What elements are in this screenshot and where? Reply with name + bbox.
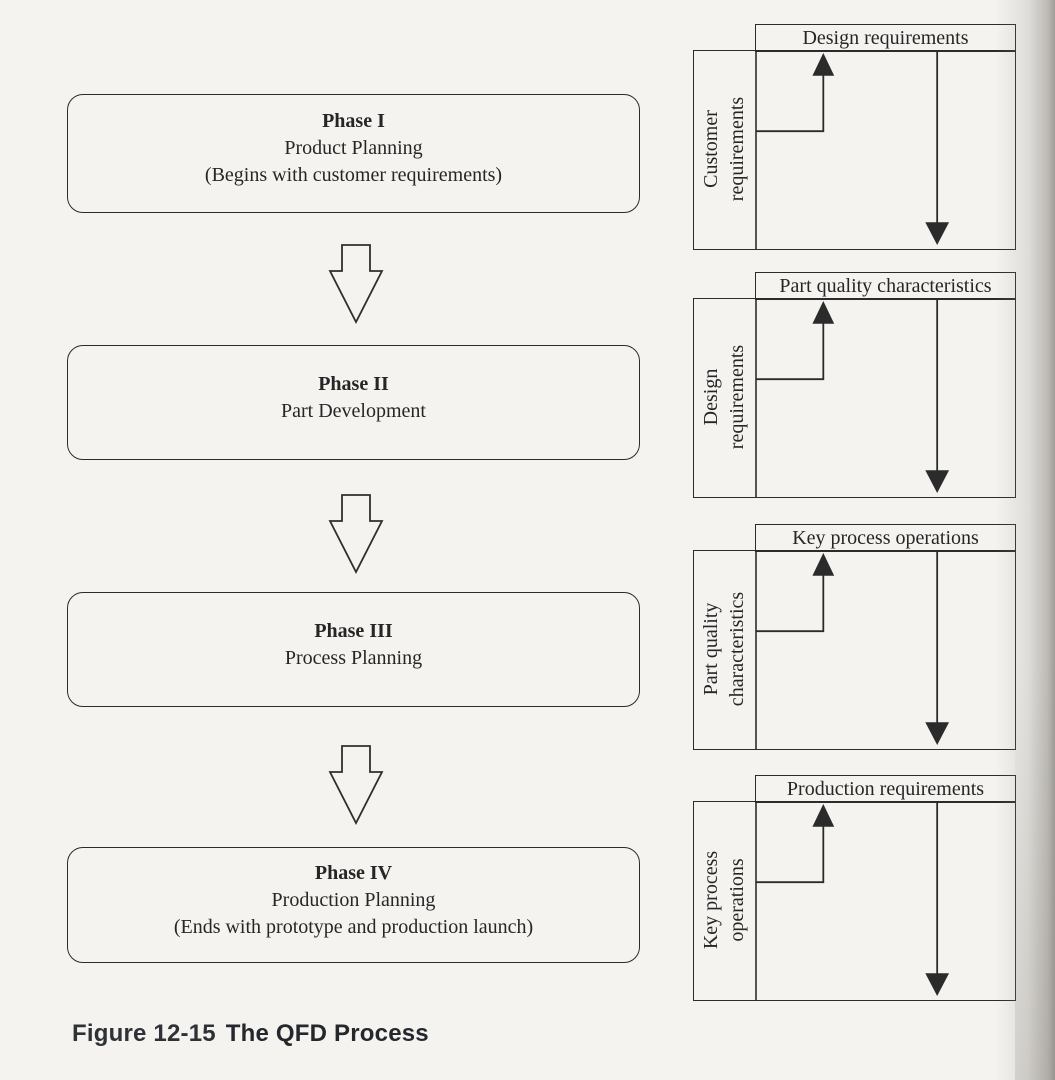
block-down-arrow-icon xyxy=(328,745,384,825)
matrix-top-label: Part quality characteristics xyxy=(755,272,1016,300)
matrix-top-label: Design requirements xyxy=(755,24,1016,52)
up-arrowhead-icon xyxy=(812,52,835,76)
phase-2-subtitle: Part Development xyxy=(281,399,426,422)
figure-caption: Figure 12-15 The QFD Process xyxy=(72,1020,429,1048)
matrix-body: Customer requirements xyxy=(693,50,1016,250)
up-arrowhead-icon xyxy=(812,552,835,576)
up-arrowhead-icon xyxy=(812,300,835,324)
phase-3-box: Phase III Process Planning xyxy=(67,592,640,707)
l-shaped-up-arrow-icon xyxy=(755,320,825,381)
qfd-matrix-production-planning: Production requirements Key process oper… xyxy=(693,775,1016,1003)
down-arrowhead-icon xyxy=(925,470,950,494)
matrix-arrows xyxy=(755,802,950,1000)
matrix-body: Part quality characteristics xyxy=(693,550,1016,750)
matrix-top-label: Production requirements xyxy=(755,775,1016,803)
down-arrowhead-icon xyxy=(925,722,950,746)
l-shaped-up-arrow-icon xyxy=(755,823,825,884)
phase-1-note: (Begins with customer requirements) xyxy=(204,164,503,186)
matrix-body: Key process operations xyxy=(693,801,1016,1001)
matrix-arrows xyxy=(755,51,950,249)
phase-1-box: Phase I Product Planning (Begins with cu… xyxy=(67,94,640,213)
page-edge-shadow-bottom xyxy=(1015,660,1055,1080)
l-shaped-up-arrow-icon xyxy=(755,72,825,133)
phase-2-title: Phase II xyxy=(318,372,389,395)
qfd-matrix-part-development: Part quality characteristics Design requ… xyxy=(693,272,1016,500)
phase-3-title: Phase III xyxy=(314,619,393,642)
matrix-arrows xyxy=(755,551,950,749)
l-shaped-up-arrow-icon xyxy=(755,572,825,633)
figure-title: The QFD Process xyxy=(225,1020,429,1047)
down-arrowhead-icon xyxy=(925,973,950,997)
phase-4-title: Phase IV xyxy=(314,861,393,884)
phase-2-box: Phase II Part Development xyxy=(67,345,640,460)
matrix-body: Design requirements xyxy=(693,298,1016,498)
down-arrowhead-icon xyxy=(925,222,950,246)
phase-4-note: (Ends with prototype and production laun… xyxy=(173,915,534,938)
qfd-matrix-process-planning: Key process operations Part quality char… xyxy=(693,524,1016,752)
phase-3-subtitle: Process Planning xyxy=(284,646,423,669)
matrix-arrows xyxy=(755,299,950,497)
block-down-arrow-icon xyxy=(328,494,384,574)
phase-4-box: Phase IV Production Planning (Ends with … xyxy=(67,847,640,963)
phase-4-subtitle: Production Planning xyxy=(271,888,436,911)
figure-number: Figure 12-15 xyxy=(72,1020,216,1047)
block-down-arrow-icon xyxy=(328,244,384,324)
phase-1-title: Phase I xyxy=(322,110,385,132)
matrix-top-label: Key process operations xyxy=(755,524,1016,552)
qfd-matrix-product-planning: Design requirements Customer requirement… xyxy=(693,24,1016,252)
phase-1-subtitle: Product Planning xyxy=(284,137,423,159)
up-arrowhead-icon xyxy=(812,803,835,827)
